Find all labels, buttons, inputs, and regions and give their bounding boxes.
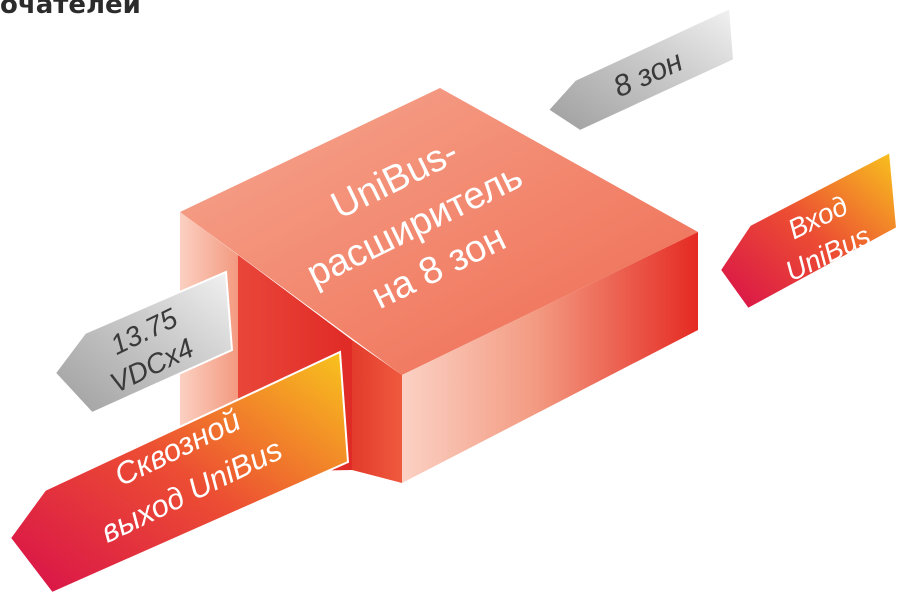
box-left-face <box>352 340 402 483</box>
device-box: UniBus- расширитель на 8 зон <box>180 88 698 483</box>
zones-arrow-shape <box>546 6 736 133</box>
input-arrow-shape <box>718 150 899 311</box>
box-front-face <box>402 232 698 483</box>
power-arrow-shape <box>53 270 234 415</box>
passthrough-arrow-shape <box>8 350 350 593</box>
input-unibus-arrow: Вход UniBus <box>718 150 899 311</box>
zones-arrow: 8 зон <box>546 6 736 133</box>
box-top-face <box>180 88 698 375</box>
page-title: очателей <box>0 0 141 20</box>
passthrough-output-arrow: Сквозной выход UniBus <box>8 350 350 593</box>
